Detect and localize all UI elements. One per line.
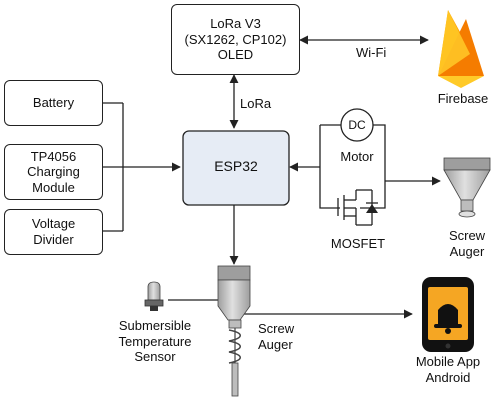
motor-loop-left	[319, 125, 340, 209]
charging-module-box: TP4056 Charging Module	[4, 144, 103, 200]
center-auger-line1: Screw	[258, 321, 295, 336]
right-auger-line2: Auger	[449, 243, 485, 259]
voltage-divider-line2: Divider	[33, 232, 74, 247]
right-auger-label: Screw Auger	[440, 228, 494, 259]
firebase-icon	[438, 10, 484, 88]
mobile-app-line1: Mobile App	[415, 354, 481, 369]
lora-module-line2: (SX1262, CP102)	[184, 31, 287, 47]
temperature-sensor-line2: Temperature	[118, 333, 192, 349]
center-auger-line2: Auger	[258, 336, 293, 352]
auger-to-app-line	[236, 309, 413, 319]
dc-motor-symbol: DC	[348, 118, 366, 132]
charging-module-line2: Charging	[27, 164, 80, 180]
battery-box: Battery	[4, 80, 103, 126]
esp32-label: ESP32	[214, 158, 258, 174]
motor-label: Motor	[340, 149, 374, 164]
center-auger-label: Screw Auger	[258, 321, 310, 352]
mobile-app-line2: Android	[425, 369, 471, 385]
firebase-label: Firebase	[437, 91, 489, 106]
mobile-app-label: Mobile App Android	[398, 354, 498, 385]
temperature-sensor-line3: Sensor	[134, 349, 176, 365]
temperature-sensor-icon	[144, 281, 164, 311]
right-auger-icon	[443, 157, 491, 218]
voltage-divider-box: Voltage Divider	[4, 209, 103, 255]
temperature-sensor-label: Submersible Temperature Sensor	[100, 318, 210, 365]
lora-module-line1: LoRa V3	[210, 16, 261, 32]
voltage-divider-line1: Voltage	[31, 216, 76, 232]
lora-module-line3: OLED	[217, 47, 254, 63]
charging-module-line3: Module	[32, 179, 75, 195]
charging-module-line1: TP4056	[30, 148, 77, 164]
mosfet-diode	[366, 204, 378, 213]
smartphone-icon	[422, 277, 474, 352]
right-auger-line1: Screw	[448, 228, 486, 243]
battery-label: Battery	[32, 95, 75, 111]
lora-module-box: LoRa V3 (SX1262, CP102) OLED	[171, 4, 300, 75]
esp32-block	[182, 130, 290, 206]
temperature-sensor-line1: Submersible	[118, 318, 192, 333]
mosfet-label: MOSFET	[330, 236, 386, 251]
center-auger-icon	[217, 265, 251, 397]
wifi-link-label: Wi-Fi	[356, 45, 387, 60]
dc-motor-circle	[340, 108, 374, 142]
lora-link-label: LoRa	[240, 96, 272, 111]
